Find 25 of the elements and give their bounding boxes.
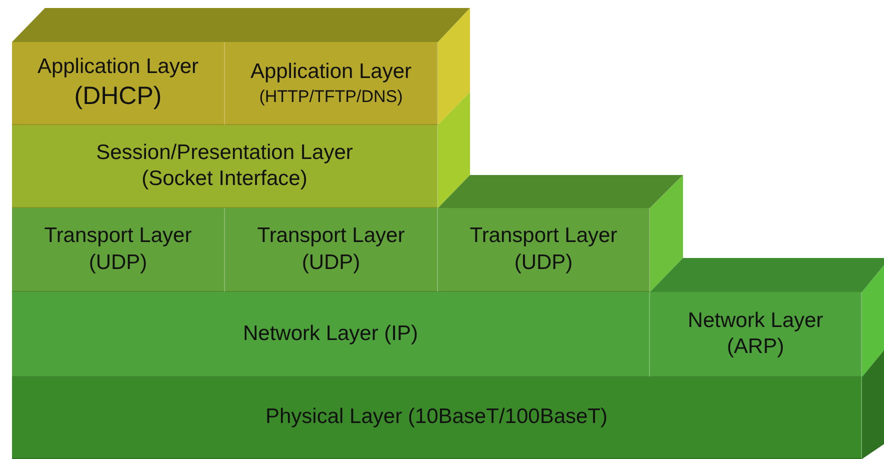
- layer-name: Network Layer: [688, 308, 824, 334]
- protocol-label: (UDP): [514, 250, 573, 276]
- layer-block: [650, 292, 862, 377]
- layer-block: [225, 42, 438, 125]
- protocol-label: (Socket Interface): [142, 166, 308, 192]
- layer-name: Application Layer: [250, 59, 412, 86]
- layer-name: Transport Layer: [470, 223, 618, 250]
- layer-block: [438, 208, 650, 292]
- layer-block: [225, 208, 438, 292]
- layer-block: [12, 377, 862, 459]
- protocol-label: (HTTP/TFTP/DNS): [259, 86, 403, 107]
- layer-name: Application Layer: [37, 54, 199, 80]
- layer-block: [12, 292, 650, 377]
- layer-name: Network Layer (IP): [242, 320, 418, 347]
- layer-block: [12, 125, 438, 208]
- layer-block: [12, 208, 225, 292]
- layer-name: Physical Layer (10BaseT/100BaseT): [266, 404, 608, 430]
- protocol-label: (DHCP): [74, 80, 162, 112]
- layer-name: Transport Layer: [257, 223, 405, 250]
- layer-block: [12, 42, 225, 125]
- protocol-label: (UDP): [88, 250, 148, 276]
- protocol-label: (ARP): [726, 334, 784, 360]
- layer-name: Transport Layer: [44, 223, 192, 250]
- layer-name: Session/Presentation Layer: [96, 140, 353, 166]
- protocol-label: (UDP): [302, 250, 360, 276]
